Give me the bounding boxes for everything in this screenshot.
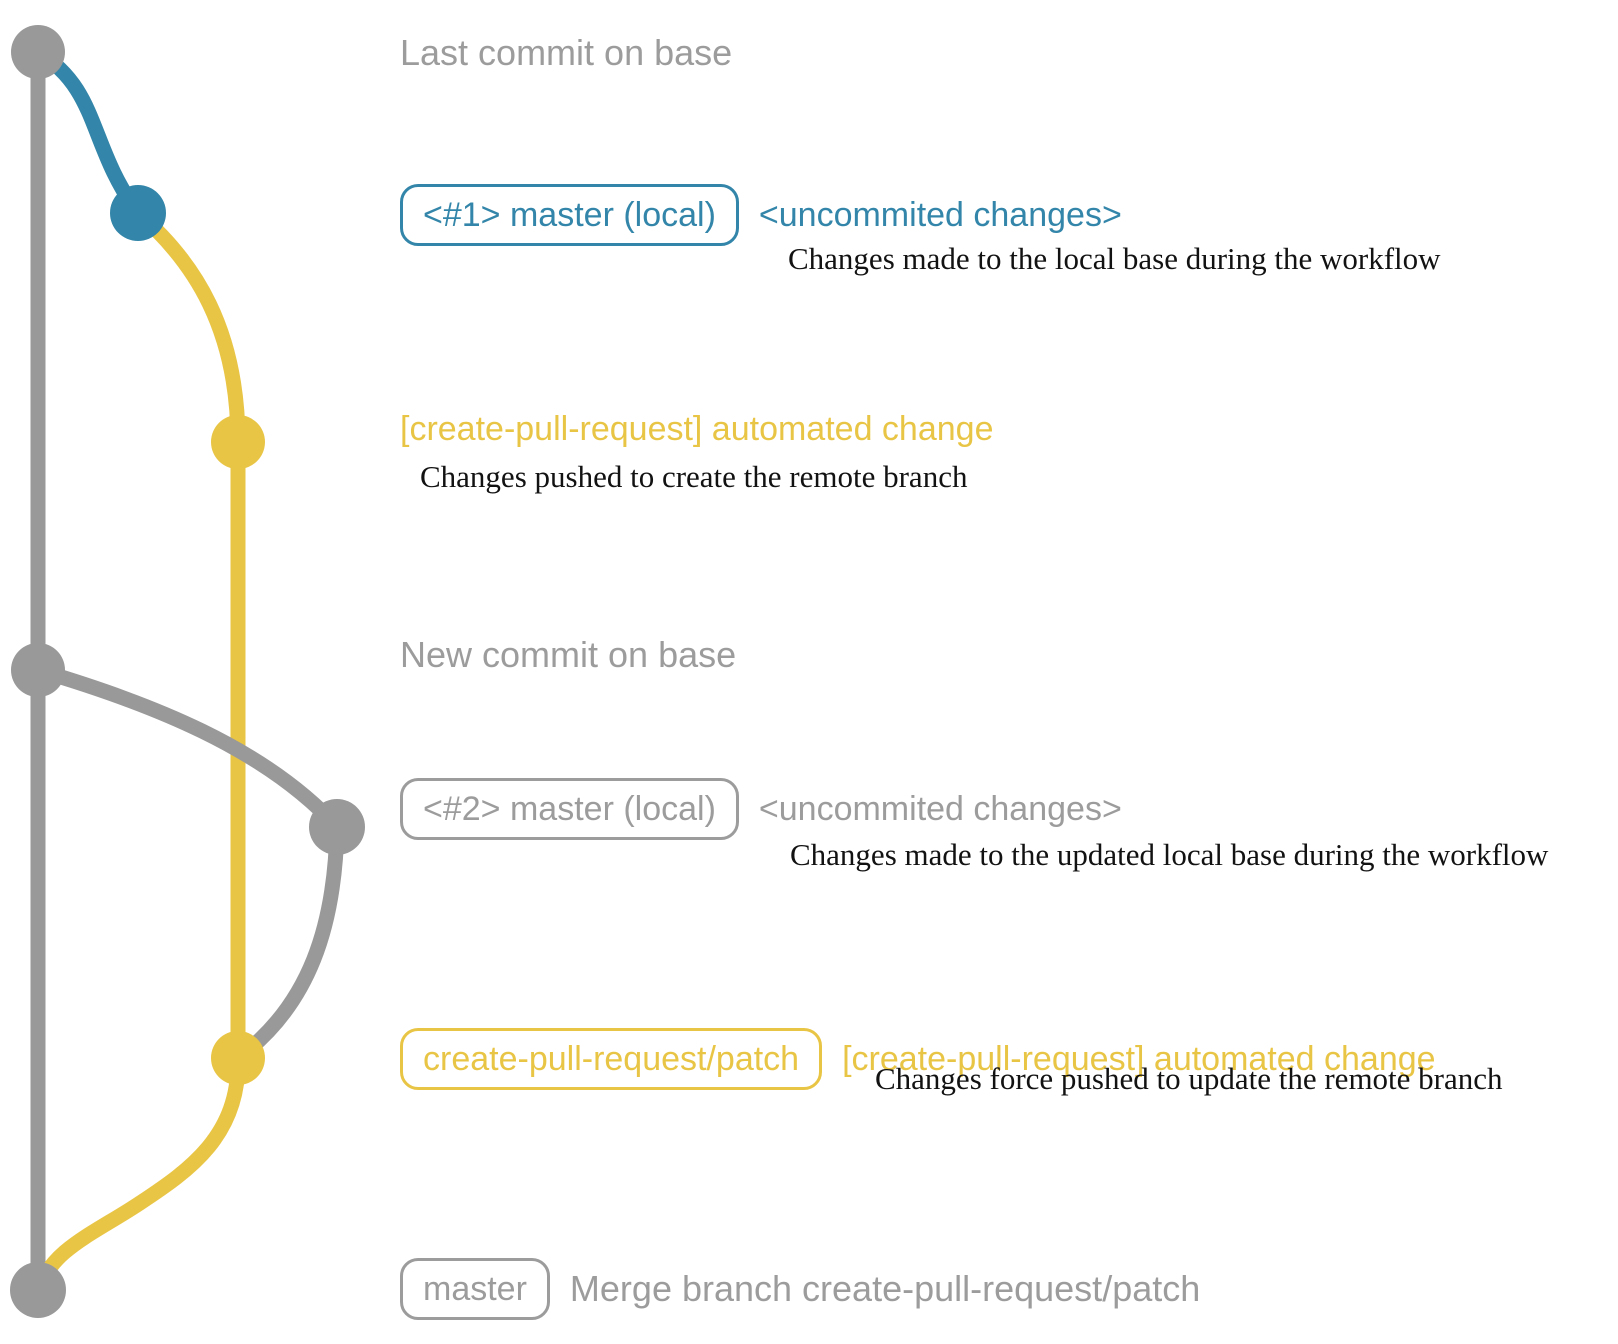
commit-node-remote-2 [211, 1031, 265, 1085]
local1-branch-curve [33, 45, 145, 218]
commit-node-local-1 [110, 185, 166, 241]
commit-message-uncommited-2: <uncommited changes> [758, 790, 1122, 828]
merge-commit-label: Merge branch create-pull-request/patch [569, 1268, 1201, 1309]
commit-node-remote-1 [211, 415, 265, 469]
branch-badge-master-local-1: <#1> master (local) [400, 184, 739, 246]
local2-branch-curve [35, 662, 343, 833]
last-commit-label: Last commit on base [400, 32, 733, 73]
caption-local-1: Changes made to the local base during th… [788, 241, 1441, 276]
merge-curve [31, 1057, 246, 1293]
commit-node-last-base [11, 25, 65, 79]
force-push-curve [233, 826, 345, 1065]
commit-message-automated-1: [create-pull-request] automated change [400, 410, 994, 448]
commit-node-new-base [11, 643, 65, 697]
caption-push-2: Changes force pushed to update the remot… [875, 1061, 1503, 1096]
branch-badge-master: master [400, 1258, 550, 1320]
commit-node-merge [10, 1262, 66, 1318]
caption-push-1: Changes pushed to create the remote bran… [420, 459, 968, 494]
commit-message-automated-2: [create-pull-request] automated change [842, 1040, 1436, 1078]
commit-node-local-2 [309, 799, 365, 855]
new-commit-label: New commit on base [400, 634, 737, 675]
branch-badge-master-local-2: <#2> master (local) [400, 778, 739, 840]
commit-message-uncommited-1: <uncommited changes> [758, 196, 1122, 234]
push-curve-1 [133, 207, 246, 443]
branch-badge-create-pull-request-patch: create-pull-request/patch [400, 1028, 823, 1090]
caption-local-2: Changes made to the updated local base d… [790, 837, 1549, 872]
